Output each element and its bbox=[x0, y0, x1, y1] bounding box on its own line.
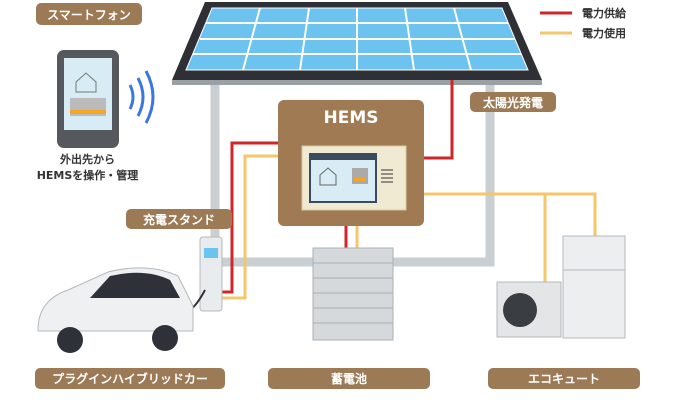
use-lines bbox=[222, 154, 597, 300]
hems-title: HEMS bbox=[323, 108, 379, 128]
supply-lines bbox=[222, 80, 454, 294]
smartphone-desc-line1: 外出先から bbox=[60, 153, 115, 166]
smartphone bbox=[57, 50, 119, 148]
smartphone-desc: 外出先から HEMSを操作・管理 bbox=[25, 152, 150, 184]
wireless-icon bbox=[128, 70, 155, 124]
smartphone-label: スマートフォン bbox=[36, 3, 142, 25]
ecocute-unit bbox=[496, 235, 626, 339]
hems-unit bbox=[278, 100, 424, 226]
legend-use: 電力使用 bbox=[582, 27, 626, 40]
charging-stand bbox=[189, 236, 223, 312]
solar-label: 太陽光発電 bbox=[470, 92, 556, 112]
car bbox=[37, 267, 194, 353]
car-label: プラグインハイブリッドカー bbox=[35, 368, 225, 389]
smartphone-desc-line2: HEMSを操作・管理 bbox=[36, 169, 139, 182]
solar-panel bbox=[172, 2, 542, 85]
battery-label: 蓄電池 bbox=[268, 368, 430, 389]
legend-supply: 電力供給 bbox=[582, 7, 626, 20]
storage-battery bbox=[312, 247, 394, 341]
ecocute-label: エコキュート bbox=[488, 368, 640, 389]
charger-label: 充電スタンド bbox=[126, 209, 232, 229]
